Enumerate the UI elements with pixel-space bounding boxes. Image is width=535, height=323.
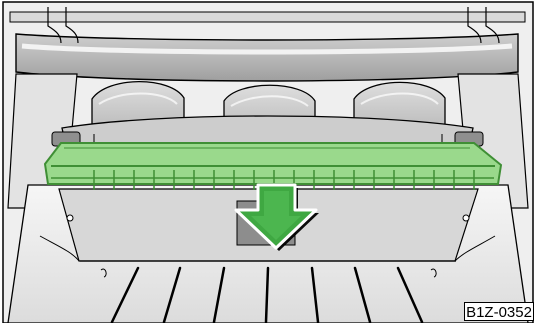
figure-code-label: B1Z-0352	[464, 302, 534, 321]
luggage-compartment-cover	[45, 143, 501, 190]
